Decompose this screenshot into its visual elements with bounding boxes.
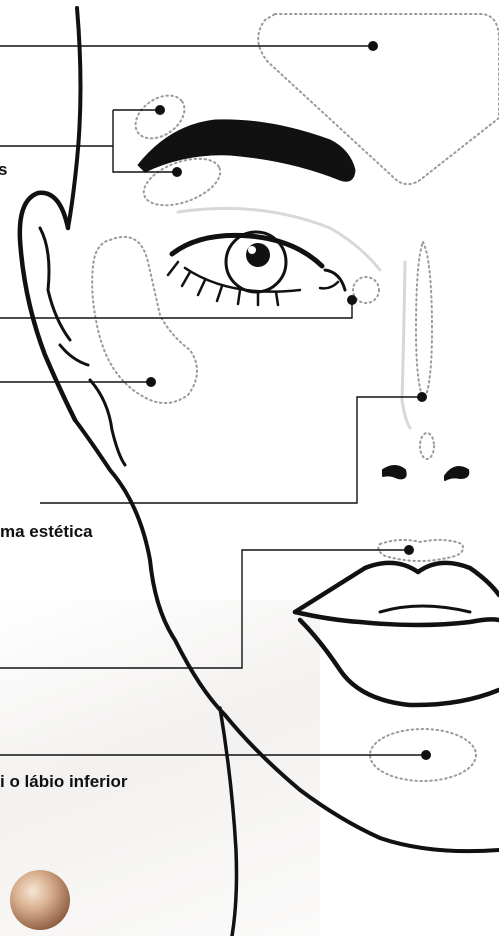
cheek-crease (90, 380, 125, 465)
lip-line (295, 612, 499, 625)
cheek-zone (92, 237, 197, 403)
neck-line (220, 708, 237, 936)
upper-lip-dot (404, 545, 414, 555)
brow-lower-dot (172, 167, 182, 177)
brow-upper-dot (155, 105, 165, 115)
upper-lip-leader (0, 550, 409, 668)
face-contour (75, 420, 499, 851)
cheek-dot (146, 377, 156, 387)
chin-callout-text: i o lábio inferior (0, 772, 128, 792)
nose-callout-text: ma estética (0, 522, 93, 542)
lip-inner (380, 606, 470, 612)
eye-corner-dot (347, 295, 357, 305)
forehead-dot (368, 41, 378, 51)
eye-pupil (246, 243, 270, 267)
nostril-left (383, 466, 406, 478)
brows-callout-text: s (0, 160, 7, 180)
decorative-pearl (10, 870, 70, 930)
eye-highlight (248, 246, 256, 254)
hair-line (68, 8, 81, 228)
nose-bridge-zone (416, 242, 432, 400)
nose-dot (417, 392, 427, 402)
eye-lashes (168, 262, 338, 305)
upper-lip (295, 563, 499, 612)
face-outline (20, 8, 499, 936)
ear-outer (20, 193, 75, 420)
nose-side-line (402, 262, 410, 428)
ear-lobe (60, 345, 88, 365)
ear-inner (40, 228, 70, 340)
nose-tip-zone (420, 433, 434, 459)
nostril-right (445, 467, 468, 480)
chin-dot (421, 750, 431, 760)
lower-lip (300, 620, 499, 705)
